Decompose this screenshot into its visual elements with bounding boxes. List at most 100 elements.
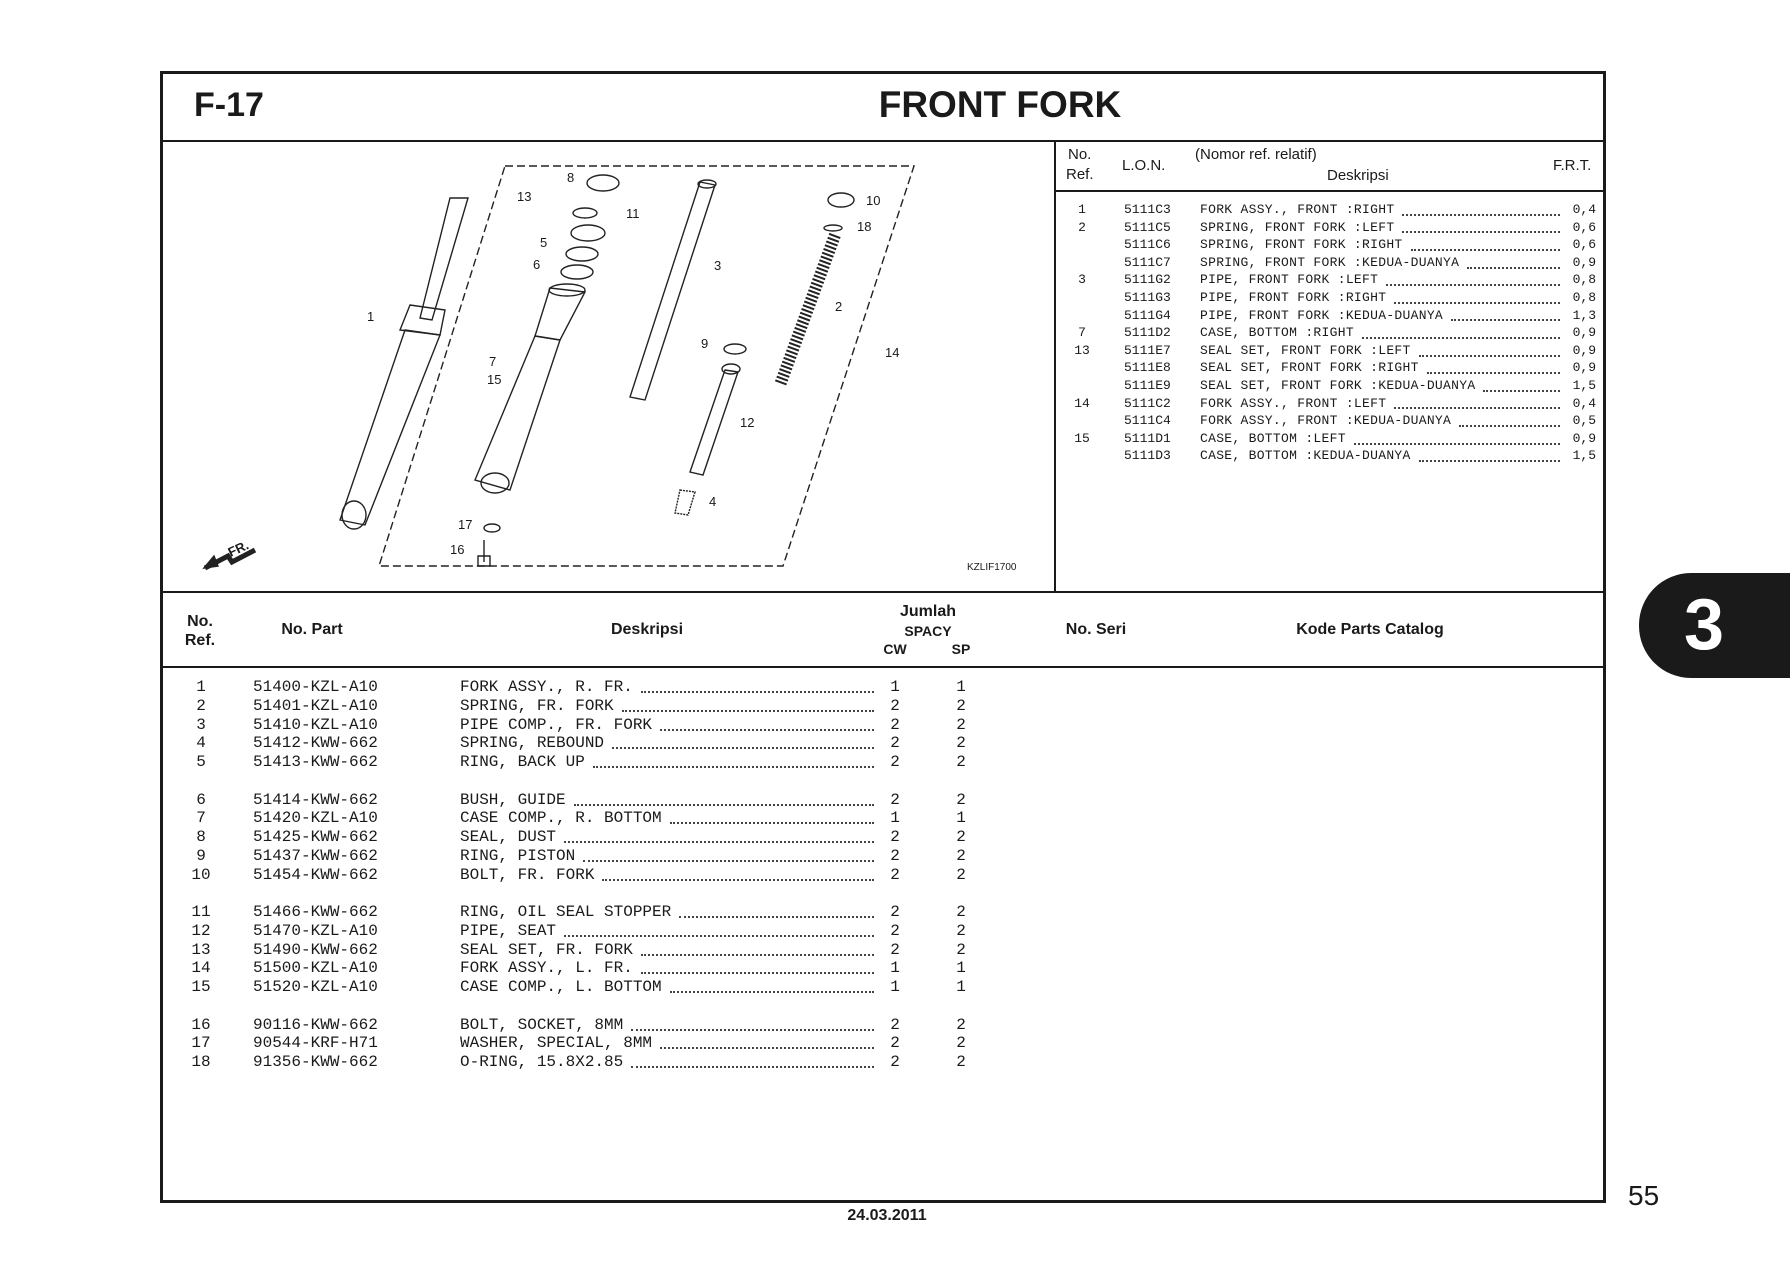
parts-list-row: 8 51425-KWW-662 SEAL, DUST 2 2 [170,828,980,847]
row-desc-cell: PIPE, SEAT [460,922,880,940]
header-lon: L.O.N. [1122,157,1166,174]
header-ref: Ref. [1066,166,1094,183]
row-ref: 15 [1074,430,1090,446]
front-arrowhead [202,554,219,569]
row-qty-cw: 2 [890,1053,900,1071]
row-ref: 3 [1078,272,1086,288]
row-desc: SEAL SET, FRONT FORK :LEFT [1200,342,1411,358]
divider [160,140,1606,142]
leader-dots [640,972,874,975]
header-jumlah: Jumlah [899,603,956,620]
row-desc-cell: SPRING, REBOUND [460,734,880,752]
row-desc: BOLT, FR. FORK [460,865,595,884]
leader-dots [592,766,874,768]
row-qty-cw: 2 [890,734,900,753]
row-lon: 5111C2 [1124,395,1171,411]
callout-label: 15 [487,372,502,387]
ref-table-row: 5111G3 PIPE, FRONT FORK :RIGHT 0,8 [1060,289,1596,307]
fork-spring [774,232,841,388]
row-qty-sp: 1 [956,959,966,978]
row-desc: SEAL SET, FR. FORK [460,940,633,959]
row-desc-cell: SPRING, FR. FORK [460,697,880,715]
ref-table-row: 7 5111D2 CASE, BOTTOM :RIGHT 0,9 [1060,324,1596,342]
ref-table-row: 2 5111C5 SPRING, FRONT FORK :LEFT 0,6 [1060,219,1596,237]
parts-list-row: 7 51420-KZL-A10 CASE COMP., R. BOTTOM 1 … [170,809,980,828]
leader-dots [1402,231,1560,234]
row-qty-cw: 2 [890,1034,900,1053]
row-desc: CASE, BOTTOM :LEFT [1200,430,1346,446]
fork-bolt [823,192,855,232]
row-desc: SPRING, FRONT FORK :KEDUA-DUANYA [1200,254,1460,270]
row-qty-cw: 2 [890,715,900,734]
ref-table-row: 5111C7 SPRING, FRONT FORK :KEDUA-DUANYA … [1060,254,1596,272]
row-ref: 7 [196,809,206,828]
callout-label: 4 [709,494,717,509]
callout-label: 16 [450,542,465,557]
row-qty-cw: 2 [890,921,900,940]
row-desc: PIPE, FRONT FORK :KEDUA-DUANYA [1200,307,1444,323]
row-desc-cell: BOLT, FR. FORK [460,866,880,884]
row-desc-cell: WASHER, SPECIAL, 8MM [460,1034,880,1052]
row-frt: 0,4 [1572,395,1596,411]
row-desc: FORK ASSY., L. FR. [460,959,633,978]
row-lon: 5111G3 [1124,290,1171,305]
header-no: No. [1068,146,1092,163]
callout-label: 10 [866,193,881,208]
row-ref: 4 [196,734,206,753]
row-qty-sp: 2 [956,903,966,921]
row-part-number: 51420-KZL-A10 [253,809,378,828]
leader-dots [583,859,874,862]
parts-list-row: 6 51414-KWW-662 BUSH, GUIDE 2 2 [170,791,980,810]
row-qty-sp: 2 [956,696,966,715]
leader-dots [1459,424,1560,427]
exploded-diagram [202,165,915,571]
parts-list-row: 15 51520-KZL-A10 CASE COMP., L. BOTTOM 1… [170,978,980,997]
row-qty-cw: 2 [890,696,900,715]
row-desc: PIPE, FRONT FORK :RIGHT [1200,290,1387,305]
socket-bolt [477,540,491,567]
row-qty-sp: 2 [956,921,966,940]
row-frt: 0,9 [1572,430,1596,446]
header-cw: CW [883,641,907,657]
row-desc: SPRING, REBOUND [460,734,605,753]
row-desc-cell: RING, PISTON [460,847,880,865]
callout-label: 17 [458,517,473,532]
page-number: 55 [1628,1180,1660,1211]
row-part-number: 51520-KZL-A10 [253,978,378,996]
callout-label: 11 [626,206,640,221]
row-ref: 14 [191,959,211,978]
row-ref: 13 [191,940,211,959]
ref-table-row: 13 5111E7 SEAL SET, FRONT FORK :LEFT 0,9 [1060,342,1596,360]
ref-table-row: 5111G4 PIPE, FRONT FORK :KEDUA-DUANYA 1,… [1060,307,1596,325]
row-part-number: 51490-KWW-662 [253,940,378,959]
callout-label: 6 [533,257,541,272]
leader-dots [621,709,874,712]
row-frt: 1,3 [1572,307,1596,323]
leader-dots [1402,213,1560,216]
callout-label: 3 [714,258,722,273]
row-qty-sp: 2 [956,865,966,884]
callout-label: 18 [857,219,872,234]
header-relatif: (Nomor ref. relatif) [1195,146,1317,163]
row-part-number: 51410-KZL-A10 [253,715,378,734]
washer [483,523,501,533]
row-qty-sp: 2 [956,940,966,959]
row-desc: WASHER, SPECIAL, 8MM [460,1034,653,1053]
row-qty-cw: 2 [890,865,900,884]
row-desc-cell: FORK ASSY., L. FR. [460,959,880,977]
row-qty-sp: 1 [956,678,966,696]
row-lon: 5111C4 [1124,413,1171,429]
leader-dots [564,934,874,937]
leader-dots [640,691,874,693]
callout-label: 2 [835,299,843,314]
leader-dots [1361,336,1560,339]
row-desc: FORK ASSY., R. FR. [460,678,633,696]
row-ref: 12 [191,921,211,940]
row-desc: SPRING, FRONT FORK :LEFT [1200,219,1395,235]
header-seri: No. Seri [1065,621,1127,638]
row-desc: RING, OIL SEAL STOPPER [460,903,672,921]
page-title: FRONT FORK [878,84,1122,125]
row-frt: 0,5 [1572,413,1596,429]
rebound-spring [674,489,696,516]
leader-dots [612,747,874,750]
